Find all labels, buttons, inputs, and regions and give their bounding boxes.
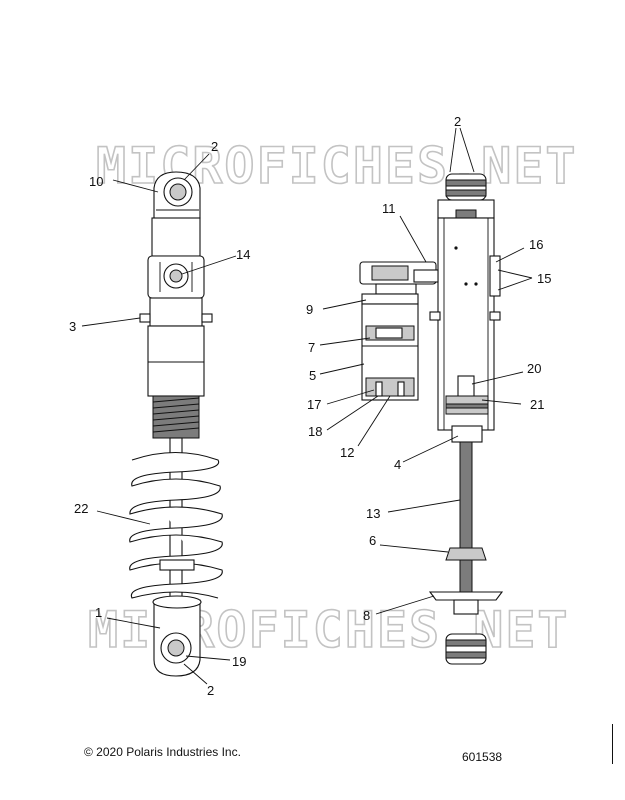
piston-rod bbox=[459, 441, 473, 593]
callout-6: 6 bbox=[369, 533, 376, 548]
callout-20: 20 bbox=[527, 361, 541, 376]
callout-15: 15 bbox=[537, 271, 551, 286]
exploded-shock bbox=[319, 127, 533, 665]
copyright-notice: © 2020 Polaris Industries Inc. bbox=[84, 745, 241, 759]
top-bushings bbox=[437, 173, 495, 219]
callout-11: 11 bbox=[382, 201, 396, 216]
callout-7: 7 bbox=[308, 340, 315, 355]
rod-bump-stop bbox=[445, 547, 487, 561]
reservoir-exploded bbox=[359, 261, 439, 401]
callout-5: 5 bbox=[309, 368, 316, 383]
spring-seat bbox=[428, 591, 504, 615]
callout-12: 12 bbox=[340, 445, 354, 460]
edge-rule bbox=[612, 724, 613, 764]
callout-17: 17 bbox=[307, 397, 321, 412]
threaded-section bbox=[152, 395, 200, 439]
shock-body bbox=[147, 325, 205, 397]
callout-2-bottom-left: 2 bbox=[207, 683, 214, 698]
callout-13: 13 bbox=[366, 506, 380, 521]
callout-2-top-right: 2 bbox=[454, 114, 461, 129]
callout-4: 4 bbox=[394, 457, 401, 472]
callout-labels: 2 10 14 3 22 1 19 2 2 11 16 15 9 7 5 17 … bbox=[69, 114, 551, 698]
coil-spring bbox=[129, 451, 223, 599]
bump-stop bbox=[159, 559, 195, 571]
callout-16: 16 bbox=[529, 237, 543, 252]
callout-22: 22 bbox=[74, 501, 88, 516]
callout-18: 18 bbox=[308, 424, 322, 439]
assembled-shock bbox=[81, 153, 237, 685]
top-eyelet bbox=[153, 171, 201, 219]
collar bbox=[139, 297, 213, 327]
adjuster-housing bbox=[147, 255, 205, 299]
bottom-eyelet bbox=[152, 595, 202, 677]
callout-3: 3 bbox=[69, 319, 76, 334]
callout-8: 8 bbox=[363, 608, 370, 623]
callout-9: 9 bbox=[306, 302, 313, 317]
bottom-bushings bbox=[445, 633, 487, 665]
callout-10: 10 bbox=[89, 174, 103, 189]
callout-14: 14 bbox=[236, 247, 250, 262]
callout-19: 19 bbox=[232, 654, 246, 669]
callout-1: 1 bbox=[95, 605, 102, 620]
callout-21: 21 bbox=[530, 397, 544, 412]
piston-assembly bbox=[445, 375, 489, 443]
figure-number: 601538 bbox=[462, 750, 503, 764]
upper-body bbox=[151, 217, 201, 257]
callout-2-top-left: 2 bbox=[211, 139, 218, 154]
